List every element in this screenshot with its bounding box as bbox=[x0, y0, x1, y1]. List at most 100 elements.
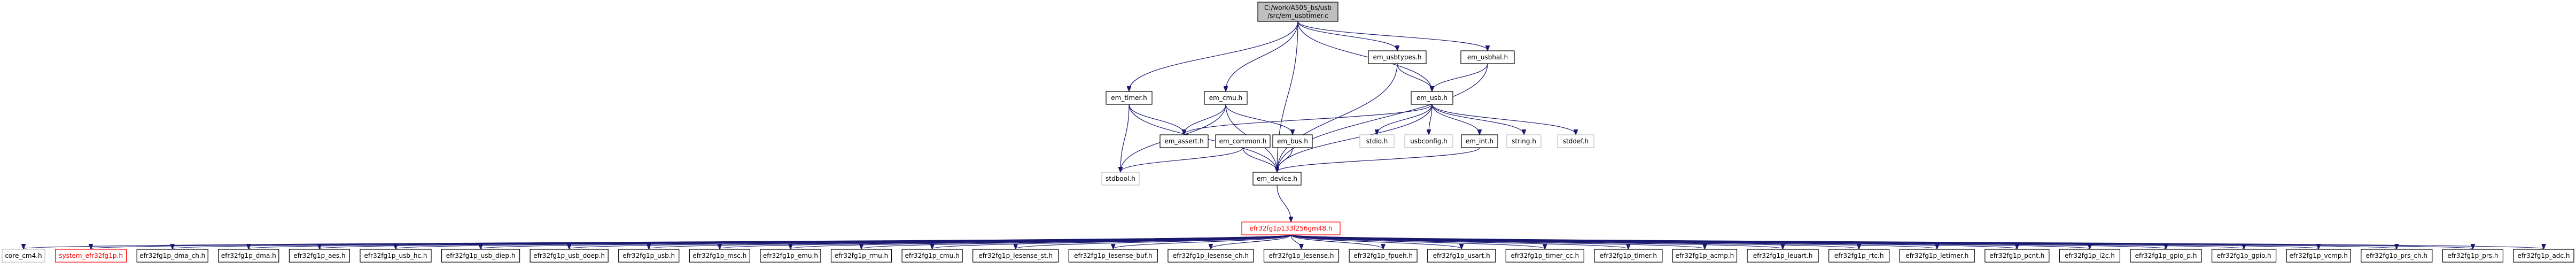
node-label: efr32fg1p_adc.h bbox=[2518, 252, 2570, 259]
node-box bbox=[2212, 249, 2277, 263]
node-dma-ch[interactable]: efr32fg1p_dma_ch.h bbox=[136, 249, 208, 263]
node-usb-diep[interactable]: efr32fg1p_usb_diep.h bbox=[441, 249, 520, 263]
edge-root-to-timer bbox=[1129, 21, 1298, 91]
node-gpio[interactable]: efr32fg1p_gpio.h bbox=[2212, 249, 2277, 263]
node-box bbox=[1257, 2, 1338, 22]
node-label: efr32fg1p133f256gm48.h bbox=[1250, 225, 1333, 232]
edge-usb-to-stdio bbox=[1377, 104, 1433, 134]
node-box bbox=[1106, 91, 1153, 105]
node-msc[interactable]: efr32fg1p_msc.h bbox=[689, 249, 750, 263]
node-box bbox=[218, 249, 279, 263]
node-usbhal[interactable]: em_usbhal.h bbox=[1460, 50, 1515, 64]
node-lesense-st[interactable]: efr32fg1p_lesense_st.h bbox=[972, 249, 1059, 263]
node-box bbox=[1263, 249, 1340, 263]
node-vcmp[interactable]: efr32fg1p_vcmp.h bbox=[2286, 249, 2351, 263]
node-label: stdio.h bbox=[1366, 137, 1388, 145]
node-label: efr32fg1p_usb.h bbox=[622, 252, 675, 259]
node-device[interactable]: em_device.h bbox=[1252, 172, 1302, 186]
edge-efm-to-fpueh bbox=[1290, 234, 1383, 249]
node-root[interactable]: C:/work/A505_bs/usb/src/em_usbtimer.c bbox=[1257, 2, 1338, 22]
node-int[interactable]: em_int.h bbox=[1461, 134, 1498, 148]
node-usbtypes[interactable]: em_usbtypes.h bbox=[1368, 50, 1427, 64]
node-leuart[interactable]: efr32fg1p_leuart.h bbox=[1747, 249, 1819, 263]
node-adc[interactable]: efr32fg1p_adc.h bbox=[2513, 249, 2574, 263]
node-cmud[interactable]: efr32fg1p_cmu.h bbox=[901, 249, 963, 263]
node-box bbox=[2059, 249, 2121, 263]
node-acmp[interactable]: efr32fg1p_acmp.h bbox=[1672, 249, 1738, 263]
node-box bbox=[618, 249, 680, 263]
node-box bbox=[1594, 249, 1663, 263]
node-box bbox=[1204, 91, 1248, 105]
node-prs-ch[interactable]: efr32fg1p_prs_ch.h bbox=[2361, 249, 2433, 263]
node-label: efr32fg1p_cmu.h bbox=[905, 252, 960, 259]
node-system[interactable]: system_efr32fg1p.h bbox=[55, 249, 127, 263]
edge-root-to-cmu bbox=[1226, 21, 1298, 91]
node-efm[interactable]: efr32fg1p133f256gm48.h bbox=[1241, 221, 1341, 235]
node-usbconfig[interactable]: usbconfig.h bbox=[1404, 134, 1453, 148]
node-string[interactable]: string.h bbox=[1506, 134, 1542, 148]
edge-efm-to-lesense bbox=[1290, 234, 1302, 249]
dependency-edges bbox=[24, 21, 2544, 249]
node-label: efr32fg1p_usb_diep.h bbox=[446, 252, 516, 259]
node-bus[interactable]: em_bus.h bbox=[1272, 134, 1313, 148]
node-usb[interactable]: em_usb.h bbox=[1411, 91, 1453, 105]
node-box bbox=[1168, 249, 1254, 263]
node-label: efr32fg1p_usb_doep.h bbox=[533, 252, 605, 259]
node-stdio[interactable]: stdio.h bbox=[1359, 134, 1395, 148]
node-prs[interactable]: efr32fg1p_prs.h bbox=[2442, 249, 2504, 263]
node-box bbox=[760, 249, 821, 263]
node-gpio-p[interactable]: efr32fg1p_gpio_p.h bbox=[2130, 249, 2202, 263]
node-box bbox=[1747, 249, 1819, 263]
node-stddef[interactable]: stddef.h bbox=[1557, 134, 1594, 148]
node-usbd[interactable]: efr32fg1p_usb.h bbox=[618, 249, 680, 263]
edge-timer-to-stdbool bbox=[1120, 104, 1130, 172]
node-label: efr32fg1p_gpio.h bbox=[2217, 252, 2271, 259]
edge-usb-to-int bbox=[1431, 104, 1480, 134]
node-label: efr32fg1p_lesense_st.h bbox=[978, 252, 1053, 259]
node-fpueh[interactable]: efr32fg1p_fpueh.h bbox=[1349, 249, 1418, 263]
node-i2c[interactable]: efr32fg1p_i2c.h bbox=[2059, 249, 2121, 263]
node-box bbox=[1557, 134, 1594, 148]
node-box bbox=[2286, 249, 2351, 263]
node-box bbox=[2361, 249, 2433, 263]
node-box bbox=[1068, 249, 1158, 263]
node-label: efr32fg1p_i2c.h bbox=[2065, 252, 2115, 259]
node-usb-hc[interactable]: efr32fg1p_usb_hc.h bbox=[360, 249, 432, 263]
node-cmu[interactable]: em_cmu.h bbox=[1204, 91, 1248, 105]
node-box bbox=[1349, 249, 1418, 263]
node-timer-cc[interactable]: efr32fg1p_timer_cc.h bbox=[1505, 249, 1584, 263]
edge-efm-to-usart bbox=[1290, 234, 1461, 249]
edge-timer-to-assert bbox=[1129, 104, 1184, 134]
node-timerd[interactable]: efr32fg1p_timer.h bbox=[1594, 249, 1663, 263]
node-lesense[interactable]: efr32fg1p_lesense.h bbox=[1263, 249, 1340, 263]
node-letimer[interactable]: efr32fg1p_letimer.h bbox=[1899, 249, 1975, 263]
node-label: efr32fg1p_timer_cc.h bbox=[1511, 252, 1579, 259]
node-pcnt[interactable]: efr32fg1p_pcnt.h bbox=[1984, 249, 2050, 263]
node-assert[interactable]: em_assert.h bbox=[1159, 134, 1209, 148]
node-label: string.h bbox=[1512, 137, 1536, 145]
node-common[interactable]: em_common.h bbox=[1215, 134, 1271, 148]
node-rmu[interactable]: efr32fg1p_rmu.h bbox=[830, 249, 892, 263]
node-aes[interactable]: efr32fg1p_aes.h bbox=[289, 249, 350, 263]
node-rtc[interactable]: efr32fg1p_rtc.h bbox=[1828, 249, 1890, 263]
node-core-cm4[interactable]: core_cm4.h bbox=[2, 249, 45, 263]
node-label: efr32fg1p_dma_ch.h bbox=[139, 252, 205, 259]
node-usart[interactable]: efr32fg1p_usart.h bbox=[1427, 249, 1496, 263]
node-lesense-buf[interactable]: efr32fg1p_lesense_buf.h bbox=[1068, 249, 1158, 263]
node-stdbool[interactable]: stdbool.h bbox=[1101, 172, 1140, 186]
node-label: em_usb.h bbox=[1417, 94, 1447, 102]
node-box bbox=[1252, 172, 1302, 186]
node-box bbox=[1460, 50, 1515, 64]
node-box bbox=[1984, 249, 2050, 263]
node-label: efr32fg1p_fpueh.h bbox=[1353, 252, 1413, 259]
node-label: C:/work/A505_bs/usb bbox=[1264, 4, 1332, 12]
node-emu[interactable]: efr32fg1p_emu.h bbox=[760, 249, 821, 263]
node-dma[interactable]: efr32fg1p_dma.h bbox=[218, 249, 279, 263]
node-timer[interactable]: em_timer.h bbox=[1106, 91, 1153, 105]
edge-efm-to-lesense-ch bbox=[1211, 234, 1291, 249]
edge-common-to-device bbox=[1242, 147, 1277, 172]
edge-usbtypes-to-usb bbox=[1397, 63, 1432, 91]
node-usb-doep[interactable]: efr32fg1p_usb_doep.h bbox=[530, 249, 609, 263]
node-box bbox=[1404, 134, 1453, 148]
node-lesense-ch[interactable]: efr32fg1p_lesense_ch.h bbox=[1168, 249, 1254, 263]
